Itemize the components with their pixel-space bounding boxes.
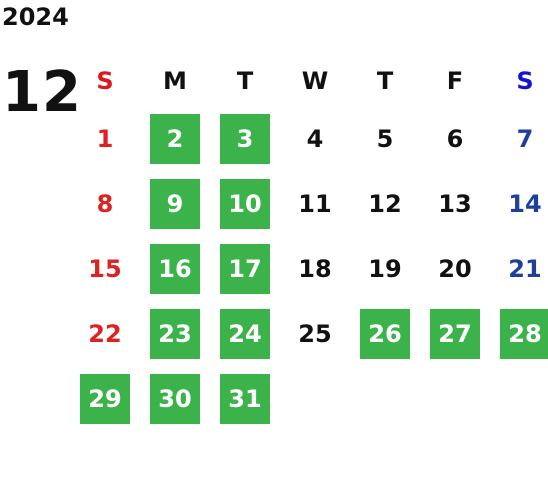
day-cell[interactable]: 5 <box>376 124 394 153</box>
day-cell[interactable]: 29 <box>80 373 130 424</box>
day-cell[interactable]: 27 <box>430 308 480 359</box>
day-cell[interactable]: 28 <box>500 308 548 359</box>
day-cell[interactable]: 22 <box>88 319 122 348</box>
day-cell[interactable]: 18 <box>298 254 332 283</box>
day-cell[interactable]: 10 <box>220 178 270 229</box>
empty-cell <box>490 366 548 431</box>
weekday-header-mon: M <box>163 67 187 95</box>
weekday-header-tue: T <box>236 67 254 95</box>
day-cell[interactable]: 26 <box>360 308 410 359</box>
day-cell[interactable]: 13 <box>438 189 472 218</box>
day-cell[interactable]: 19 <box>368 254 402 283</box>
day-cell[interactable]: 7 <box>516 124 534 153</box>
weekday-header-sat: S <box>516 67 534 95</box>
day-cell[interactable]: 15 <box>88 254 122 283</box>
month-label: 12 <box>2 60 82 125</box>
empty-cell <box>280 366 350 431</box>
empty-cell <box>420 366 490 431</box>
day-cell[interactable]: 6 <box>446 124 464 153</box>
year-label: 2024 <box>2 3 69 31</box>
day-cell[interactable]: 4 <box>306 124 324 153</box>
day-cell[interactable]: 8 <box>96 189 114 218</box>
weekday-header-thu: T <box>376 67 394 95</box>
weekday-header-sun: S <box>96 67 114 95</box>
day-cell[interactable]: 21 <box>508 254 542 283</box>
day-cell[interactable]: 23 <box>150 308 200 359</box>
empty-cell <box>350 366 420 431</box>
day-cell[interactable]: 31 <box>220 373 270 424</box>
day-cell[interactable]: 17 <box>220 243 270 294</box>
day-cell[interactable]: 11 <box>298 189 332 218</box>
day-cell[interactable]: 24 <box>220 308 270 359</box>
day-cell[interactable]: 3 <box>220 113 270 164</box>
day-cell[interactable]: 9 <box>150 178 200 229</box>
weekday-header-fri: F <box>446 67 464 95</box>
calendar-grid: S M T W T F S 1 2 3 4 5 6 7 8 9 10 11 12… <box>70 56 548 431</box>
day-cell[interactable]: 2 <box>150 113 200 164</box>
day-cell[interactable]: 12 <box>368 189 402 218</box>
day-cell[interactable]: 16 <box>150 243 200 294</box>
day-cell[interactable]: 14 <box>508 189 542 218</box>
day-cell[interactable]: 1 <box>96 124 114 153</box>
day-cell[interactable]: 20 <box>438 254 472 283</box>
day-cell[interactable]: 25 <box>298 319 332 348</box>
day-cell[interactable]: 30 <box>150 373 200 424</box>
weekday-header-wed: W <box>301 67 329 95</box>
